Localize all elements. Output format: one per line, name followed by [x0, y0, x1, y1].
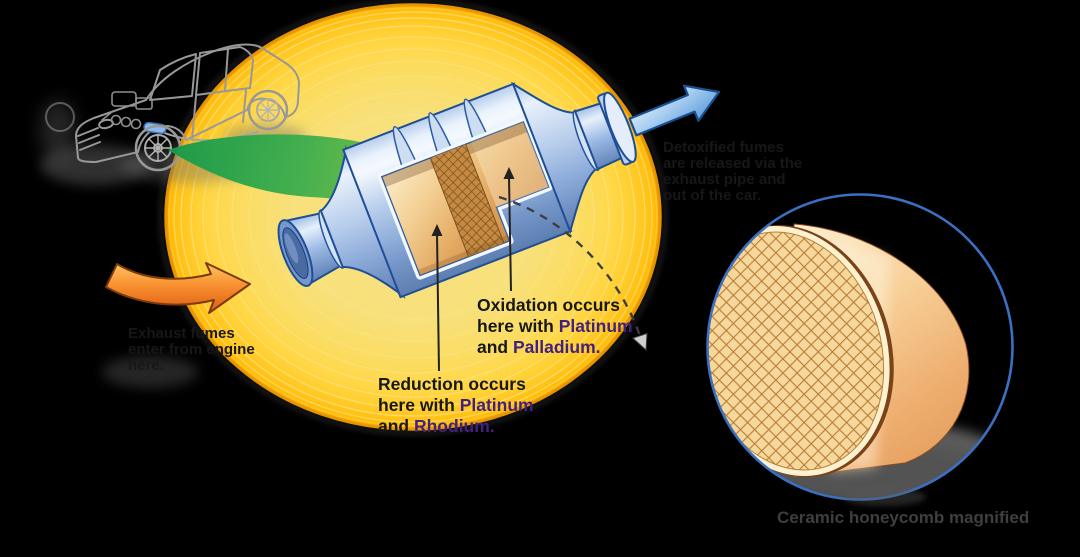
- label-reduction: Reduction occurs here with Platinum and …: [378, 374, 534, 437]
- reduction-pointer-line: [436, 233, 440, 372]
- metal-palladium: Palladium.: [512, 337, 601, 357]
- label-oxidation-line2: here with Platinum: [477, 316, 633, 336]
- car-far-wheel: [45, 102, 75, 132]
- label-detoxified-line3: exhaust pipe and: [663, 171, 786, 188]
- car-illustration: [45, 43, 300, 172]
- metal-platinum: Platinum: [459, 395, 534, 415]
- label-pointers: [431, 167, 648, 372]
- oxidation-pointer-line: [508, 176, 512, 292]
- oxidation-pointer-arrow-icon: [503, 167, 515, 179]
- label-oxidation-line3: and Palladium.: [477, 337, 601, 357]
- label-oxidation-line1: Oxidation occurs: [477, 295, 620, 315]
- car-engine: [101, 91, 153, 130]
- label-reduction-line1: Reduction occurs: [378, 374, 526, 394]
- car-side-window: [195, 46, 254, 96]
- label-detoxified-out: Detoxified fumes are released via the ex…: [663, 140, 802, 204]
- metal-rhodium: Rhodium.: [413, 416, 495, 436]
- catalytic-converter: [277, 81, 637, 299]
- label-reduction-line3: and Rhodium.: [378, 416, 495, 436]
- car-grille: [77, 127, 101, 151]
- label-detoxified-line2: are released via the: [663, 155, 803, 172]
- label-exhaust-in: Exhaust fumes enter from engine here.: [128, 326, 255, 374]
- honeycomb-detail: [706, 193, 1014, 506]
- detail-connector-arrow-icon: [631, 332, 648, 352]
- label-detoxified-line4: out of the car.: [663, 187, 762, 204]
- label-detoxified-line1: Detoxified fumes: [663, 139, 784, 156]
- outlet-flange: [603, 91, 637, 163]
- reduction-pointer-arrow-icon: [431, 224, 443, 236]
- car-rear-wheel: [247, 89, 289, 131]
- label-exhaust-in-line3: here.: [128, 357, 164, 374]
- label-reduction-line2: here with Platinum: [378, 395, 534, 415]
- detail-caption: Ceramic honeycomb magnified: [777, 508, 1030, 527]
- label-exhaust-in-line2: enter from engine: [128, 341, 255, 358]
- converter-cutaway: [377, 117, 553, 280]
- car-windshield: [149, 53, 197, 101]
- label-oxidation: Oxidation occurs here with Platinum and …: [477, 295, 633, 358]
- text-shadow-blob: [102, 356, 198, 388]
- honeycomb-face: [707, 225, 894, 478]
- exhaust-outlet-arrow: [628, 84, 721, 137]
- metal-platinum: Platinum: [558, 316, 633, 336]
- label-exhaust-in-line1: Exhaust fumes: [128, 325, 235, 342]
- exhaust-inlet-arrow: [105, 262, 251, 314]
